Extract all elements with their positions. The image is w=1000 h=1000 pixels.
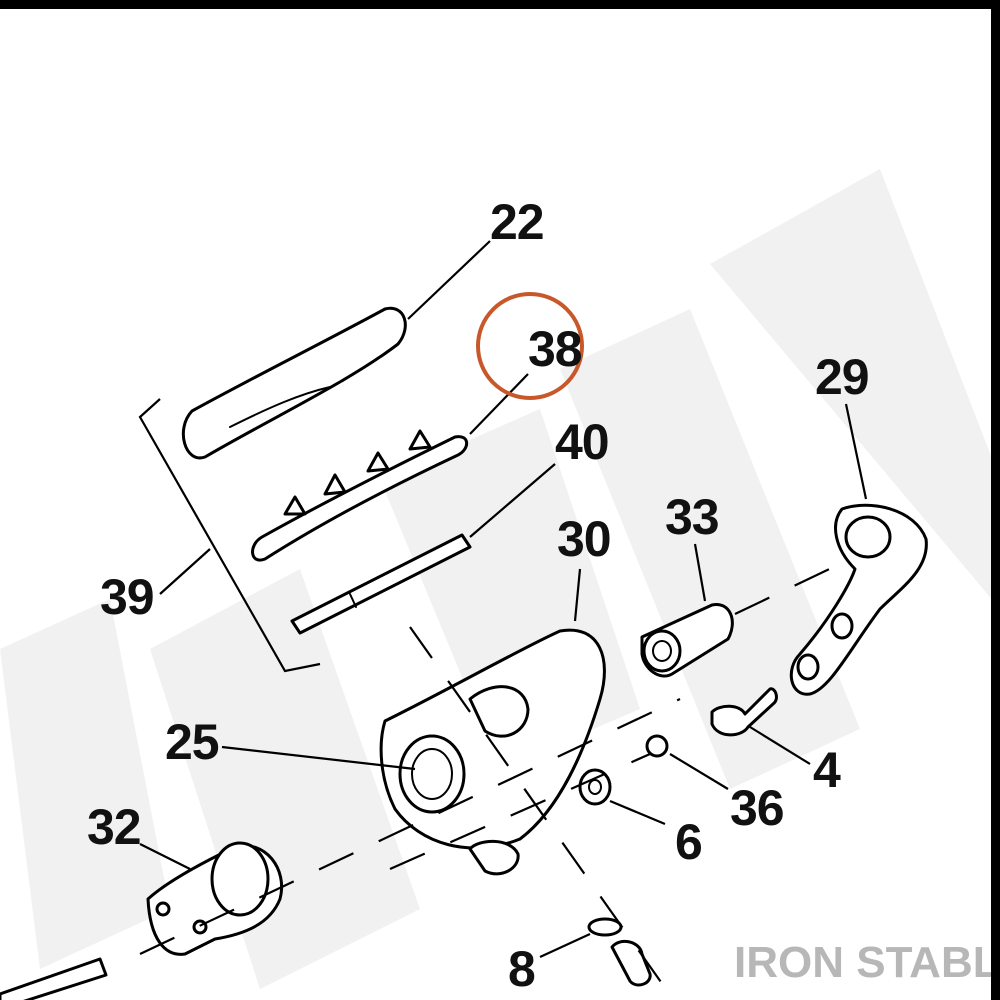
callout-39[interactable]: 39 — [100, 569, 155, 625]
callout-22[interactable]: 22 — [490, 194, 545, 250]
pin-shaft — [0, 957, 108, 1000]
callout-6[interactable]: 6 — [675, 814, 703, 870]
leader-40 — [469, 463, 556, 538]
part-30-body — [379, 628, 606, 876]
part-29-arm — [789, 503, 928, 696]
leader-8 — [539, 933, 591, 958]
callout-32[interactable]: 32 — [87, 799, 142, 855]
leader-39 — [159, 548, 211, 595]
callout-30[interactable]: 30 — [557, 511, 612, 567]
part-40-plate — [290, 533, 472, 635]
part-22-pad — [181, 306, 407, 460]
watermark-stroke-l — [560, 309, 860, 789]
callout-25[interactable]: 25 — [165, 714, 220, 770]
leader-22 — [407, 240, 491, 320]
callout-36[interactable]: 36 — [730, 780, 785, 836]
leader-36 — [669, 753, 729, 790]
leader-30 — [573, 568, 582, 622]
watermark-stroke-e — [710, 169, 991, 599]
brand-watermark: IRON STABLE — [734, 938, 1000, 987]
part-4-bolt — [710, 687, 778, 737]
part-6-washer — [578, 768, 612, 806]
bracket-39 — [138, 398, 321, 673]
part-38-insert — [251, 429, 469, 562]
callout-29[interactable]: 29 — [815, 349, 870, 405]
callout-38[interactable]: 38 — [528, 321, 583, 377]
axis-line-3 — [409, 626, 675, 1000]
leader-38 — [469, 373, 529, 435]
watermark-stroke-l2 — [0, 599, 170, 969]
callout-8[interactable]: 8 — [508, 941, 536, 997]
part-36-clip — [645, 734, 669, 758]
axis-line-4 — [734, 563, 841, 615]
axis-line-2 — [389, 752, 651, 871]
callout-40[interactable]: 40 — [555, 414, 610, 470]
exploded-parts-diagram: 22 38 40 29 33 30 39 25 4 36 32 6 8 IRON… — [0, 169, 1000, 1000]
callout-4[interactable]: 4 — [813, 742, 842, 798]
leader-32 — [139, 843, 191, 870]
leader-6 — [609, 799, 666, 826]
leader-4 — [749, 726, 811, 765]
highlight-ring — [476, 292, 584, 400]
part-32-clevis — [146, 841, 283, 956]
axis-line-1 — [139, 698, 681, 955]
leader-29 — [844, 403, 868, 500]
watermark-stroke-a — [150, 569, 420, 989]
part-33-bushing — [640, 603, 734, 678]
callout-33[interactable]: 33 — [665, 489, 720, 545]
leader-33 — [693, 543, 707, 602]
leader-25 — [221, 745, 416, 771]
